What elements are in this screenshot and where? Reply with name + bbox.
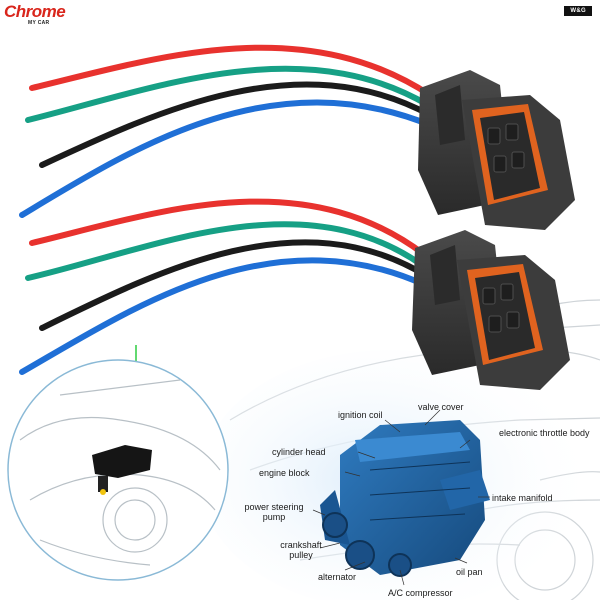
logo-tagline: MY CAR xyxy=(28,20,50,26)
label-electronic-throttle-body: electronic throttle body xyxy=(499,428,590,438)
label-power-steering-pump: power steering pump xyxy=(244,502,304,522)
label-oil-pan: oil pan xyxy=(456,567,483,577)
engine-illustration xyxy=(320,420,490,577)
sensor-location-inset xyxy=(7,345,229,581)
label-valve-cover: valve cover xyxy=(418,402,464,412)
upper-harness-wires xyxy=(19,44,433,218)
map-sensor xyxy=(92,445,152,495)
label-crankshaft-pulley: crankshaft pulley xyxy=(280,540,322,560)
label-cylinder-head: cylinder head xyxy=(272,447,326,457)
label-ignition-coil: ignition coil xyxy=(338,410,383,420)
brand-badge: W&G xyxy=(564,6,592,16)
label-engine-block: engine block xyxy=(259,468,310,478)
label-ac-compressor: A/C compressor xyxy=(388,588,453,598)
label-intake-manifold: intake manifold xyxy=(492,493,553,503)
lower-harness-wires xyxy=(19,198,428,375)
lower-connector xyxy=(412,230,570,390)
diagram-leader-lines xyxy=(312,409,490,586)
brand-logo: Chrome MY CAR xyxy=(4,2,84,32)
upper-connector xyxy=(418,70,575,230)
logo-wordmark: Chrome xyxy=(4,2,66,21)
label-alternator: alternator xyxy=(318,572,357,582)
